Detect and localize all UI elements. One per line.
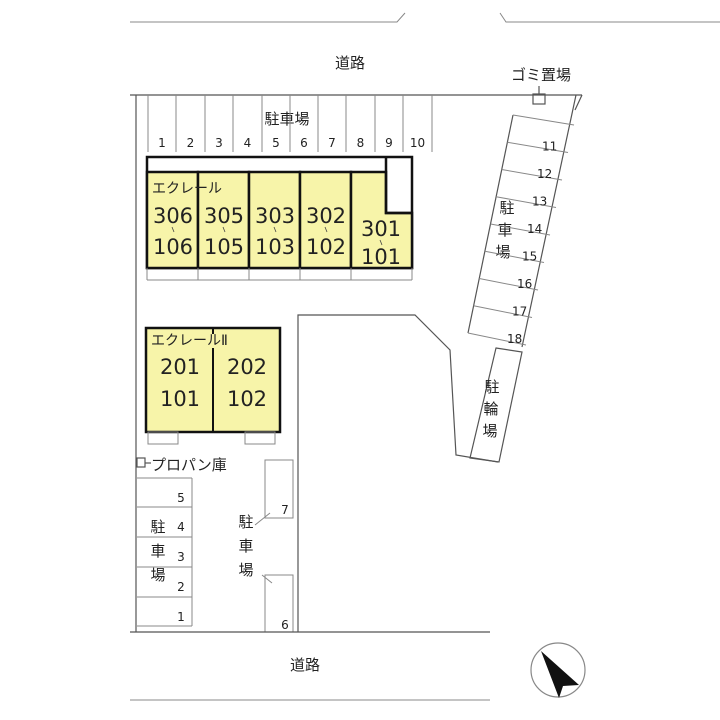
parking-left-label-1: 駐: [150, 518, 165, 536]
propane-storage: プロパン庫: [136, 456, 227, 474]
stall-divider: [490, 223, 551, 236]
unit-305: 305: [204, 204, 244, 228]
range-mark: [222, 226, 226, 233]
unit-201: 201: [160, 355, 200, 379]
parking-left: 駐 車 場 5 4 3 2 1: [137, 477, 193, 627]
stall-3: 3: [215, 136, 223, 150]
parking-right-label-1: 駐: [499, 199, 514, 217]
site-boundary-right: [574, 94, 583, 111]
stall-11: 11: [542, 140, 557, 154]
range-mark: [324, 226, 328, 233]
stall-1: 1: [177, 610, 185, 624]
parking-right-label-2: 車: [497, 221, 512, 239]
range-mark: [273, 226, 277, 233]
stall-12: 12: [537, 167, 552, 181]
stall-8: 8: [357, 136, 365, 150]
stall-divider: [496, 196, 557, 208]
road-top: 道路: [130, 12, 720, 96]
unit-102: 102: [306, 235, 346, 259]
stall-13: 13: [532, 195, 547, 209]
parking-top: 駐車場 1 2 3 4 5 6 7 8 9 10: [147, 95, 433, 152]
parking-left-label-3: 場: [150, 566, 165, 584]
bicycle-label-2: 輪: [483, 400, 498, 418]
stall-divider: [484, 250, 545, 263]
stall-16: 16: [517, 277, 532, 291]
unit-101: 101: [361, 245, 401, 269]
unit-103: 103: [255, 235, 295, 259]
garbage-label: ゴミ置場: [511, 66, 571, 84]
parking-center: 7 6 駐 車 場: [238, 459, 294, 633]
garbage-area: ゴミ置場: [511, 66, 571, 105]
stall-7: 7: [328, 136, 336, 150]
unit-101: 101: [160, 387, 200, 411]
unit-306: 306: [153, 204, 193, 228]
stall-7: 7: [281, 503, 289, 517]
stall-divider: [507, 141, 569, 153]
parking-right: 駐 車 場 11 12 13 14 15 16 17 18: [467, 94, 577, 348]
propane-label: プロパン庫: [151, 456, 227, 474]
stall-divider: [479, 278, 539, 291]
stall-3: 3: [177, 550, 185, 564]
unit-301: 301: [361, 217, 401, 241]
range-mark: [171, 226, 175, 233]
stall-divider: [512, 114, 575, 126]
stall-2: 2: [187, 136, 195, 150]
parking-top-label: 駐車場: [264, 110, 309, 128]
stall-5: 5: [177, 491, 185, 505]
unit-105: 105: [204, 235, 244, 259]
stall-18: 18: [507, 332, 522, 346]
strip-edge: [521, 94, 577, 348]
road-top-label: 道路: [335, 54, 365, 72]
bicycle-label-1: 駐: [484, 378, 499, 396]
driveway-boundary: [297, 314, 499, 632]
parking-left-label-2: 車: [150, 542, 165, 560]
stall-6: 6: [300, 136, 308, 150]
unit-302: 302: [306, 204, 346, 228]
stall-divider: [473, 305, 533, 318]
stall-4: 4: [177, 520, 185, 534]
stall-6: 6: [281, 618, 289, 632]
unit-102: 102: [227, 387, 267, 411]
parking-center-label-1: 駐: [238, 513, 253, 531]
north-arrow-icon: [530, 642, 586, 698]
road-bottom: 道路: [130, 631, 490, 701]
parking-right-label-3: 場: [495, 243, 510, 261]
stall-divider: [501, 169, 563, 181]
stall-5: 5: [272, 136, 280, 150]
stall-2: 2: [177, 580, 185, 594]
stall-1: 1: [158, 136, 166, 150]
unit-303: 303: [255, 204, 295, 228]
stall-9: 9: [385, 136, 393, 150]
building-eclair-2-name: エクレールⅡ: [151, 333, 228, 349]
building-eclair-name: エクレール: [152, 181, 222, 197]
unit-202: 202: [227, 355, 267, 379]
stall-15: 15: [522, 250, 537, 264]
parking-center-label-3: 場: [238, 561, 253, 579]
road-bottom-label: 道路: [290, 656, 320, 674]
stall-14: 14: [527, 222, 542, 236]
stall-17: 17: [512, 305, 527, 319]
stall-4: 4: [244, 136, 252, 150]
building-eclair: エクレール 306 106 305 105 303 103 302 102 301 101: [145, 155, 414, 281]
building-eclair-2: エクレールⅡ 201 101 202 102: [144, 326, 282, 445]
range-mark: [379, 239, 383, 246]
stall-divider: [467, 332, 527, 346]
stall-10: 10: [410, 136, 425, 150]
parking-center-label-2: 車: [238, 537, 253, 555]
unit-106: 106: [153, 235, 193, 259]
bicycle-label-3: 場: [482, 422, 497, 440]
bicycle-parking: 駐 輪 場: [469, 347, 523, 463]
